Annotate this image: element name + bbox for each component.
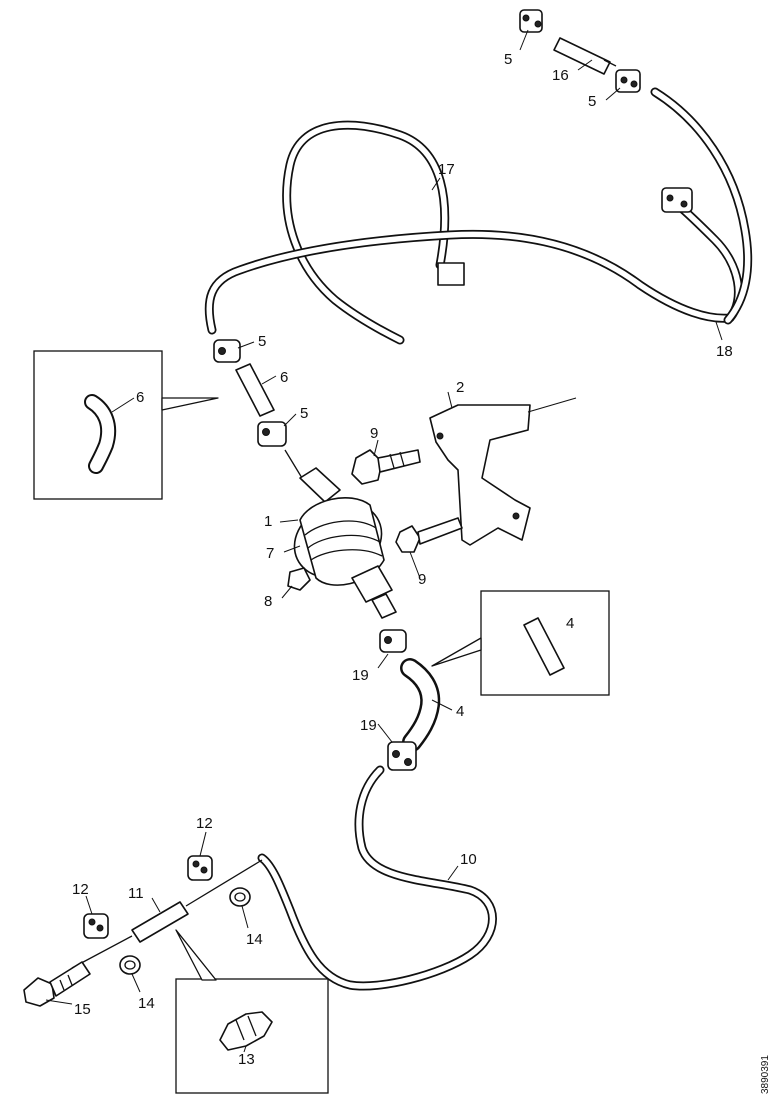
callout-17: 17 — [438, 161, 455, 178]
hose-6 — [235, 363, 275, 417]
clamp-5-top-second — [615, 69, 641, 93]
fuel-filter-1 — [293, 467, 397, 619]
callout-5-top-a: 5 — [504, 51, 512, 68]
pipe-stub — [284, 449, 303, 479]
callout-14-lower: 14 — [138, 995, 155, 1012]
callout-18: 18 — [716, 343, 733, 360]
callout-19-upper: 19 — [352, 667, 369, 684]
hose-16 — [553, 37, 617, 75]
callout-11: 11 — [128, 885, 144, 902]
callout-1: 1 — [264, 513, 272, 530]
callout-5-top-b: 5 — [588, 93, 596, 110]
callout-10: 10 — [460, 851, 477, 868]
detail-box-6 — [33, 350, 219, 500]
drawing-code: 3890391 — [760, 1055, 771, 1094]
clamp-12-lower — [83, 913, 109, 939]
callout-12-upper: 12 — [196, 815, 213, 832]
callout-2: 2 — [456, 379, 464, 396]
hose-18 — [204, 87, 753, 335]
connector-right — [661, 187, 693, 213]
clamp-5-left-upper — [213, 339, 241, 363]
detail-box-13 — [175, 929, 329, 1094]
callout-labels: 5 16 5 17 18 5 6 6 5 2 9 1 7 8 9 4 19 4 … — [72, 51, 733, 1068]
callout-7: 7 — [266, 545, 274, 562]
bolt-9-upper — [351, 449, 421, 485]
leader-lines — [45, 29, 723, 1053]
callout-13: 13 — [238, 1051, 255, 1068]
hose-10 — [257, 765, 497, 991]
ring-14-upper — [229, 887, 251, 907]
callout-4-main: 4 — [456, 703, 464, 720]
callout-9-upper: 9 — [370, 425, 378, 442]
bolt-9-lower — [395, 517, 463, 553]
clamp-19-lower — [387, 741, 417, 771]
hose-17 — [282, 120, 465, 345]
fitting-15 — [23, 961, 91, 1007]
callout-6-main: 6 — [280, 369, 288, 386]
callout-4-detail: 4 — [566, 615, 574, 632]
clamp-19-upper — [379, 629, 407, 653]
callout-12-lower: 12 — [72, 881, 89, 898]
callout-16: 16 — [552, 67, 569, 84]
nut-8 — [287, 567, 311, 591]
callout-5-left-a: 5 — [258, 333, 266, 350]
hose-4 — [400, 658, 441, 752]
detail-box-4 — [431, 590, 610, 696]
pipe-11 — [71, 859, 263, 969]
clip-17 — [437, 262, 465, 286]
clamp-5-top — [519, 9, 543, 33]
callout-19-lower: 19 — [360, 717, 377, 734]
ring-14-lower — [119, 955, 141, 975]
callout-14-upper: 14 — [246, 931, 263, 948]
callout-15: 15 — [74, 1001, 91, 1018]
callout-9-lower: 9 — [418, 571, 426, 588]
bracket-2 — [429, 397, 577, 546]
callout-8: 8 — [264, 593, 272, 610]
clamp-12-upper — [187, 855, 213, 881]
callout-6-detail: 6 — [136, 389, 144, 406]
callout-5-left-b: 5 — [300, 405, 308, 422]
clamp-5-left-lower — [257, 421, 287, 447]
